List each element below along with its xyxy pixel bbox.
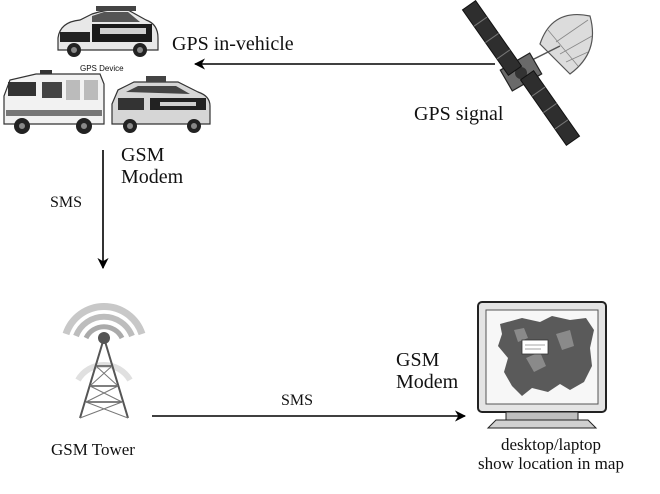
ambulance-icon <box>3 70 105 134</box>
gsm-modem-desktop-label: GSM Modem <box>396 349 458 393</box>
taxi-icon <box>111 76 211 133</box>
gsm-modem-vehicle-line2: Modem <box>121 166 184 188</box>
gps-signal-label: GPS signal <box>414 103 504 125</box>
police-car-icon <box>57 6 159 57</box>
sms-horizontal-label: SMS <box>281 392 314 409</box>
gsm-modem-vehicle-line1: GSM <box>121 144 165 166</box>
sms-vertical-label: SMS <box>50 194 83 211</box>
gsm-modem-vehicle-label: GSM Modem <box>121 144 183 188</box>
gps-in-vehicle-label: GPS in-vehicle <box>172 33 294 55</box>
gsm-modem-desktop-line1: GSM <box>396 349 440 371</box>
desktop-line1: desktop/laptop <box>500 435 602 454</box>
desktop-label: desktop/laptop show location in map <box>456 435 646 473</box>
gsm-modem-desktop-line2: Modem <box>396 371 459 393</box>
gsm-tower-label: GSM Tower <box>51 440 135 459</box>
desktop-line2: show location in map <box>478 453 624 473</box>
gps-device-label: GPS Device <box>80 64 124 73</box>
